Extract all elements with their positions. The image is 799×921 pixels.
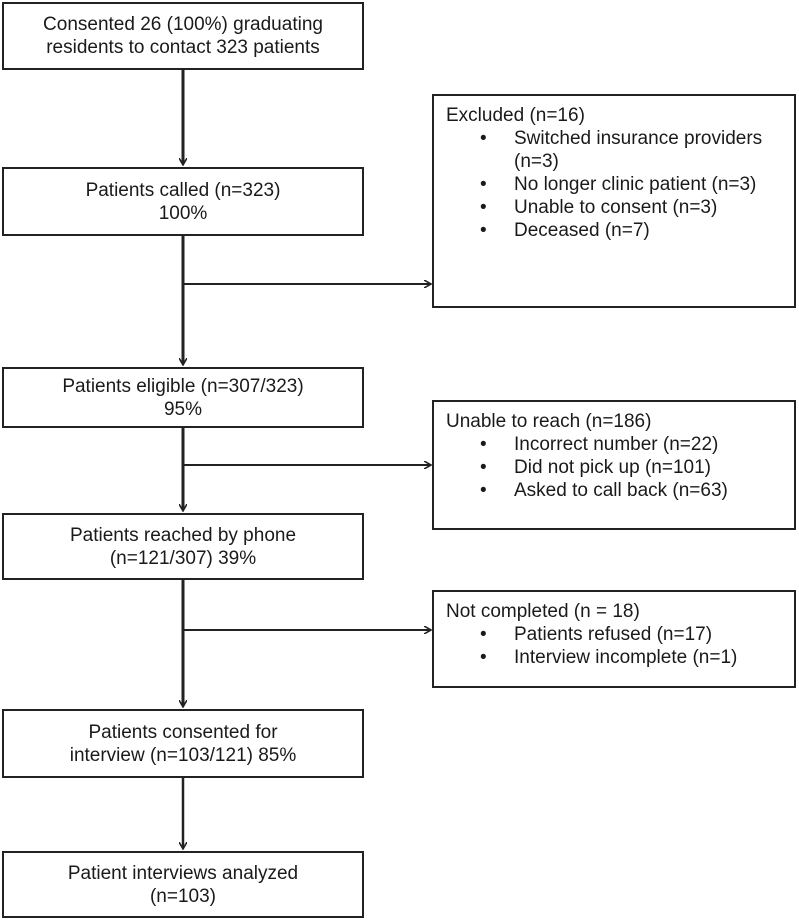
box-patients-consented-interview-line-1: Patients consented for	[88, 721, 278, 743]
box-patients-called: Patients called (n=323) 100%	[2, 167, 364, 236]
list-item: Patients refused (n=17)	[480, 623, 784, 646]
box-patients-reached-line-2: (n=121/307) 39%	[109, 547, 257, 569]
box-not-completed: Not completed (n = 18) Patients refused …	[432, 590, 796, 688]
box-interviews-analyzed-line-1: Patient interviews analyzed	[67, 862, 299, 884]
list-item: Deceased (n=7)	[480, 219, 784, 242]
box-consented-line-2: residents to contact 323 patients	[46, 37, 320, 58]
list-item: Unable to consent (n=3)	[480, 196, 784, 219]
box-patients-eligible-line-2: 95%	[163, 398, 203, 420]
box-patients-called-line-1: Patients called (n=323)	[85, 179, 281, 201]
list-item: Asked to call back (n=63)	[480, 479, 784, 502]
list-item: Switched insurance providers (n=3)	[480, 127, 784, 173]
box-unable-to-reach-list: Incorrect number (n=22) Did not pick up …	[446, 433, 784, 502]
list-item: Incorrect number (n=22)	[480, 433, 784, 456]
box-excluded-list: Switched insurance providers (n=3) No lo…	[446, 127, 784, 242]
box-unable-to-reach: Unable to reach (n=186) Incorrect number…	[432, 400, 796, 530]
box-not-completed-list: Patients refused (n=17) Interview incomp…	[446, 623, 784, 669]
box-interviews-analyzed-line-2: (n=103)	[149, 885, 217, 907]
box-consented: Consented 26 (100%) graduating residents…	[2, 2, 364, 70]
box-patients-eligible: Patients eligible (n=307/323) 95%	[2, 367, 364, 428]
box-excluded-title: Excluded (n=16)	[446, 105, 585, 126]
list-item: Interview incomplete (n=1)	[480, 646, 784, 669]
list-item: No longer clinic patient (n=3)	[480, 173, 784, 196]
list-item: Did not pick up (n=101)	[480, 456, 784, 479]
box-patients-eligible-line-1: Patients eligible (n=307/323)	[62, 375, 304, 397]
box-interviews-analyzed: Patient interviews analyzed (n=103)	[2, 851, 364, 918]
box-patients-consented-interview: Patients consented for interview (n=103/…	[2, 709, 364, 778]
box-patients-reached: Patients reached by phone (n=121/307) 39…	[2, 513, 364, 580]
box-unable-to-reach-title: Unable to reach (n=186)	[446, 411, 652, 432]
box-excluded: Excluded (n=16) Switched insurance provi…	[432, 94, 796, 308]
box-consented-line-1: Consented 26 (100%) graduating	[43, 14, 323, 35]
box-not-completed-title: Not completed (n = 18)	[446, 601, 640, 622]
box-patients-called-line-2: 100%	[158, 202, 208, 224]
box-patients-consented-interview-line-2: interview (n=103/121) 85%	[69, 744, 297, 766]
box-patients-reached-line-1: Patients reached by phone	[69, 524, 297, 546]
